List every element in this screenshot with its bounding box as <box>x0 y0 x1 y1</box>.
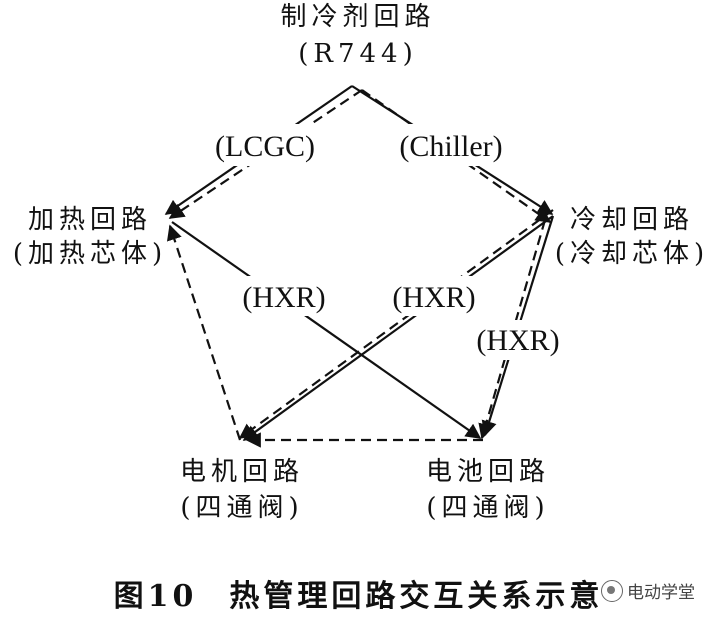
figure-caption: 图10 热管理回路交互关系示意 <box>0 571 717 615</box>
node-heating-title: 加热回路 <box>28 205 152 235</box>
node-refrigerant-subtitle: (R744) <box>298 39 418 69</box>
watermark-text: 电动学堂 <box>627 583 695 603</box>
edge-motor-to-heating-dashed <box>166 224 242 441</box>
node-heating-subtitle: (加热芯体) <box>13 239 167 269</box>
figure-title: 热管理回路交互关系示意 <box>229 579 604 614</box>
node-battery-subtitle: (四通阀) <box>426 493 549 523</box>
node-refrigerant-title: 制冷剂回路 <box>280 2 435 32</box>
watermark: 电动学堂 <box>601 578 695 603</box>
edge-cooling-to-motor-solid <box>242 215 554 441</box>
edge-label-hxr-middle: (HXR) <box>392 281 475 314</box>
edge-label-lcgc: (LCGC) <box>215 130 315 163</box>
thermal-loop-diagram: 制冷剂回路 (R744) 加热回路 (加热芯体) 冷却回路 (冷却芯体) 电机回… <box>13 2 709 523</box>
node-cooling-title: 冷却回路 <box>570 205 694 235</box>
node-battery-title: 电池回路 <box>426 457 550 487</box>
edge-label-chiller: (Chiller) <box>399 130 502 163</box>
edge-label-hxr-right: (HXR) <box>476 324 559 357</box>
node-motor-subtitle: (四通阀) <box>180 493 303 523</box>
edge-label-hxr-left: (HXR) <box>242 281 325 314</box>
node-cooling-subtitle: (冷却芯体) <box>555 239 709 269</box>
edge-heating-to-battery-solid <box>171 221 482 439</box>
edge-cooling-to-motor-dashed <box>238 209 554 439</box>
node-motor-title: 电机回路 <box>180 457 304 487</box>
wechat-icon <box>601 579 623 602</box>
figure-number: 图10 <box>113 579 198 614</box>
